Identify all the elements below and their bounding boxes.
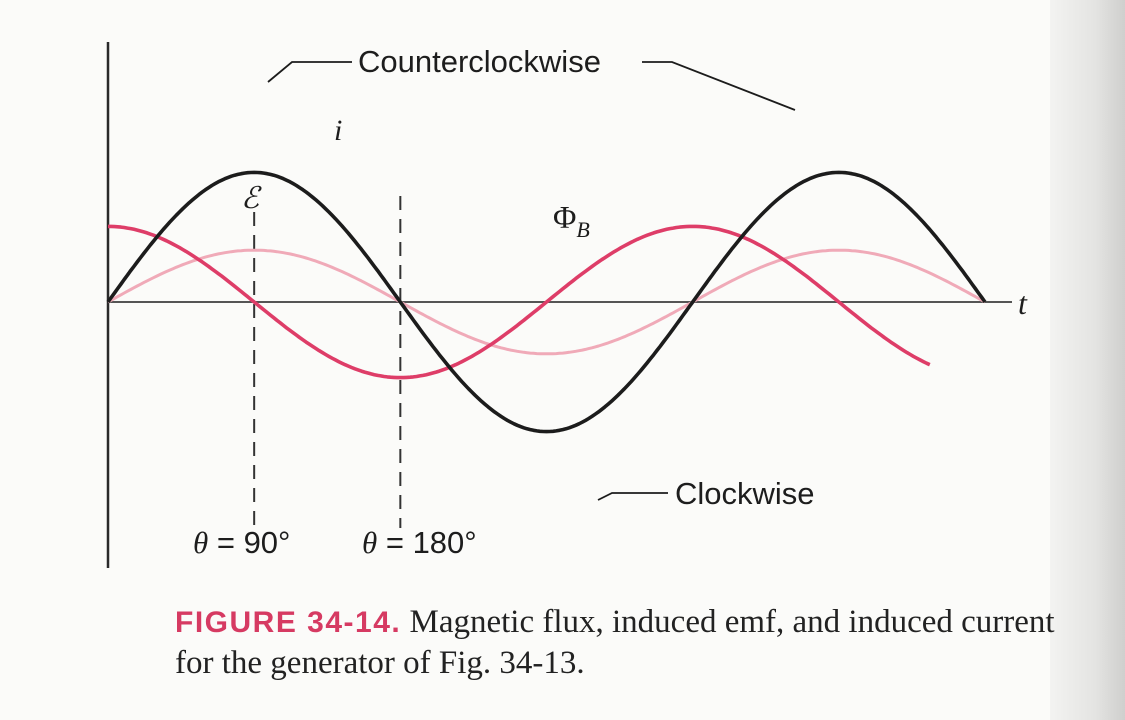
emf-series-label: ℰ (241, 182, 262, 215)
clockwise-leader (597, 492, 668, 501)
counterclockwise-leader-left (267, 61, 352, 83)
x-axis-label: t (1018, 285, 1028, 321)
markers-group (253, 196, 402, 528)
flux-subscript: B (576, 217, 589, 242)
chart: t Counterclockwise Clockwise i ℰ ΦB θ = … (106, 42, 1028, 568)
series-1-line (107, 248, 986, 356)
counterclockwise-leader-right (642, 61, 796, 111)
current-series-label: i (334, 114, 342, 147)
series-2-line (108, 224, 931, 380)
clockwise-label: Clockwise (675, 476, 815, 511)
theta-180-label: θ = 180° (362, 525, 477, 560)
page-gutter-shadow (1050, 0, 1125, 720)
theta-180-value: = 180° (377, 525, 476, 560)
theta-180-symbol: θ (362, 525, 377, 560)
counterclockwise-label: Counterclockwise (358, 44, 601, 79)
figure-caption-label: FIGURE 34-14. (175, 606, 402, 639)
flux-series-label: ΦB (553, 199, 590, 242)
figure-caption-text: Magnetic flux, induced emf, and induced … (175, 604, 1055, 681)
figure-caption: FIGURE 34-14. Magnetic flux, induced emf… (175, 602, 1075, 683)
theta-90-label: θ = 90° (193, 525, 290, 560)
theta-90-symbol: θ (193, 525, 208, 560)
theta-90-value: = 90° (208, 525, 290, 560)
flux-symbol: Φ (553, 199, 576, 235)
series-group (106, 170, 987, 434)
series-0-line (106, 170, 987, 434)
